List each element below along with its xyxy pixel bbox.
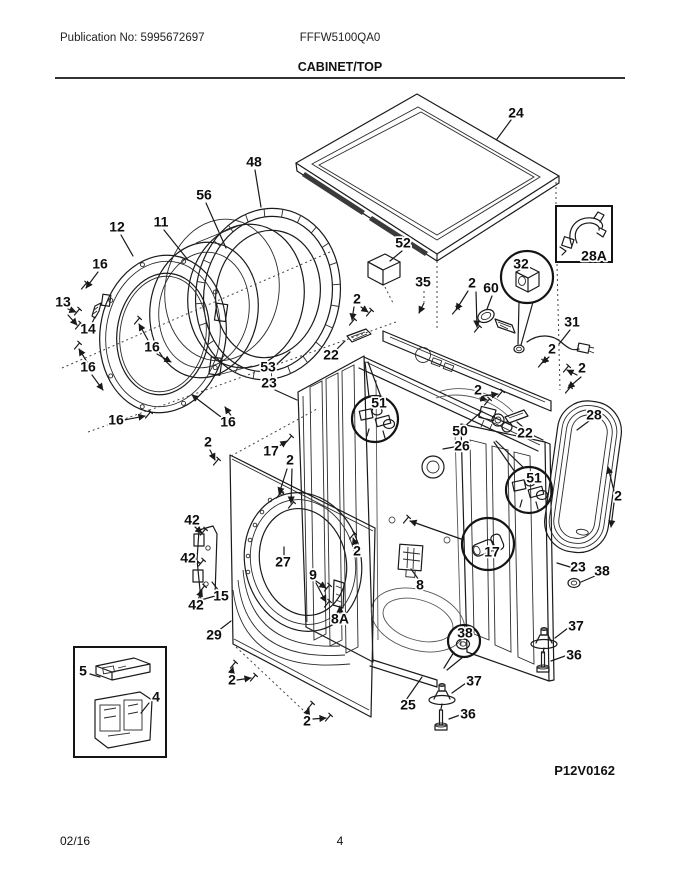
footer-date: 02/16 <box>60 834 91 848</box>
callout-16-8: 16 <box>144 339 160 355</box>
callout-14-7: 14 <box>80 321 96 337</box>
callout-28-29: 28 <box>586 407 602 423</box>
callout-48-1: 48 <box>246 154 262 170</box>
callout-13-6: 13 <box>55 294 71 310</box>
callout-60-15: 60 <box>483 280 499 296</box>
callout-42-38: 42 <box>188 597 204 613</box>
detail-32 <box>499 249 555 354</box>
diagram-code: P12V0162 <box>554 763 615 778</box>
callout-12-4: 12 <box>109 219 125 235</box>
callout-2-20: 2 <box>578 360 586 376</box>
callout-25-50: 25 <box>400 697 416 713</box>
detail-51-left <box>350 361 400 444</box>
callout-31-18: 31 <box>564 314 580 330</box>
callout-36-56: 36 <box>566 647 582 663</box>
section-title: CABINET/TOP <box>297 60 383 74</box>
callout-36-52: 36 <box>460 706 476 722</box>
callout-38-54: 38 <box>594 563 610 579</box>
callout-2-34: 2 <box>286 452 294 468</box>
callout-53-31: 53 <box>260 359 276 375</box>
callout-35-13: 35 <box>415 274 431 290</box>
callout-16-11: 16 <box>220 414 236 430</box>
callout-2-19: 2 <box>548 341 556 357</box>
nut-38-right <box>567 577 581 589</box>
callout-51-24: 51 <box>371 395 387 411</box>
callout-16-9: 16 <box>80 359 96 375</box>
detail-38 <box>443 623 482 671</box>
callout-24-0: 24 <box>508 105 524 121</box>
callout-51-25: 51 <box>526 470 542 486</box>
callout-17-33: 17 <box>263 443 279 459</box>
callout-23-32: 23 <box>261 375 277 391</box>
callout-42-37: 42 <box>180 550 196 566</box>
clip-13-14 <box>91 302 102 319</box>
top-panel <box>295 93 560 262</box>
callout-2-35: 2 <box>204 434 212 450</box>
callout-15-39: 15 <box>213 588 229 604</box>
callout-8-46: 8 <box>416 577 424 593</box>
callout-52-12: 52 <box>395 235 411 251</box>
publication-number: Publication No: 5995672697 <box>60 32 205 44</box>
callout-5-57: 5 <box>79 663 87 679</box>
callout-22-22: 22 <box>323 347 339 363</box>
header-rule <box>55 77 625 79</box>
detail-17 <box>409 516 516 572</box>
callout-11-3: 11 <box>154 214 169 230</box>
callout-22-23: 22 <box>517 425 533 441</box>
footer-page-number: 4 <box>336 834 344 848</box>
model-number: FFFW5100QA0 <box>299 32 381 44</box>
callout-16-5: 16 <box>92 256 108 272</box>
callout-2-30: 2 <box>614 488 622 504</box>
leader-lines <box>61 119 616 723</box>
inset-5-4 <box>73 646 167 758</box>
callout-32-16: 32 <box>513 256 529 272</box>
callout-23-53: 23 <box>570 559 586 575</box>
part-60 <box>477 308 516 334</box>
callout-37-51: 37 <box>466 673 482 689</box>
callout-29-40: 29 <box>206 627 222 643</box>
callout-9-42: 9 <box>309 567 317 583</box>
callout-4-58: 4 <box>152 689 160 705</box>
callout-38-49: 38 <box>457 625 473 641</box>
part-8 <box>397 543 424 578</box>
part-28-seal <box>544 400 623 554</box>
cabinet <box>297 328 555 688</box>
callout-2-21: 2 <box>353 291 361 307</box>
callout-2-47: 2 <box>228 672 236 688</box>
callout-42-36: 42 <box>184 512 200 528</box>
inset-28a <box>555 205 613 263</box>
part-50-valve <box>478 405 513 433</box>
callout-17-45: 17 <box>484 544 500 560</box>
callout-37-55: 37 <box>568 618 584 634</box>
callout-16-10: 16 <box>108 412 124 428</box>
callout-28A-17: 28A <box>581 248 607 264</box>
part-31-cable <box>526 335 595 354</box>
callout-27-41: 27 <box>275 554 291 570</box>
callout-2-28: 2 <box>474 382 482 398</box>
callout-2-48: 2 <box>303 713 311 729</box>
detail-51-right <box>493 440 554 515</box>
callout-2-44: 2 <box>353 543 361 559</box>
part-52-block <box>367 253 401 286</box>
callout-2-14: 2 <box>468 275 476 291</box>
callout-50-26: 50 <box>452 423 468 439</box>
callout-56-2: 56 <box>196 187 212 203</box>
callout-8A-43: 8A <box>331 611 349 627</box>
callout-26-27: 26 <box>454 438 470 454</box>
front-panel <box>229 454 376 718</box>
